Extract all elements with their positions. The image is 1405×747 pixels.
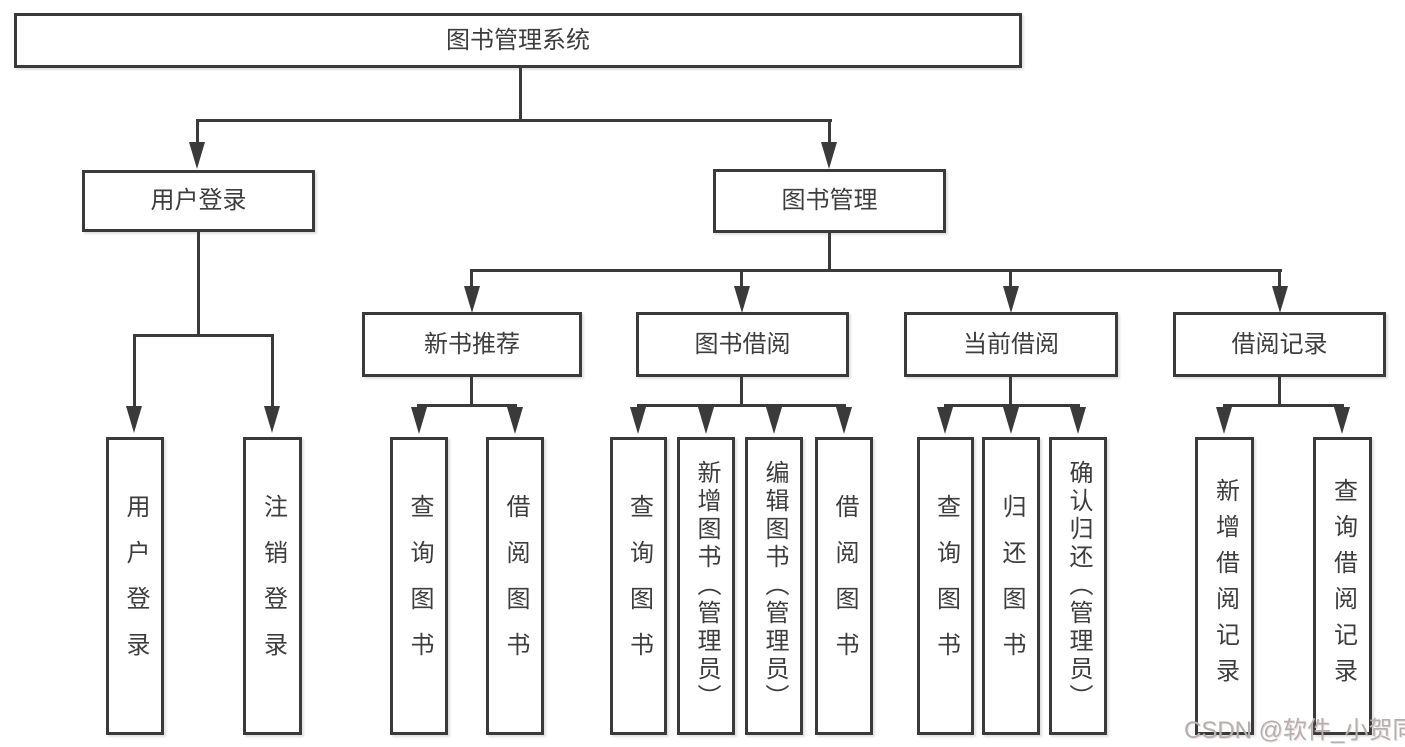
leaf-add-book-admin: 新增图书（管理员） bbox=[677, 437, 735, 735]
node-borrowing-records: 借阅记录 bbox=[1173, 312, 1386, 377]
arrow-head-icon bbox=[411, 407, 427, 434]
leaf-label: 归还图书 bbox=[998, 494, 1025, 678]
arrow-head-icon bbox=[1003, 286, 1019, 313]
connector-line bbox=[470, 269, 473, 289]
connector-line bbox=[271, 334, 274, 406]
connector-line bbox=[828, 119, 831, 145]
arrow-head-icon bbox=[507, 407, 523, 434]
arrow-head-icon bbox=[766, 407, 782, 434]
arrow-head-icon bbox=[1334, 407, 1350, 434]
connector-line bbox=[470, 377, 473, 406]
leaf-return-books: 归还图书 bbox=[982, 437, 1040, 735]
connector-line bbox=[944, 404, 1080, 407]
arrow-head-icon bbox=[189, 142, 205, 169]
node-label: 图书借阅 bbox=[694, 330, 791, 358]
leaf-label: 查询图书 bbox=[406, 494, 433, 678]
connector-line bbox=[417, 404, 517, 407]
node-label: 用户登录 bbox=[150, 187, 247, 214]
connector-line bbox=[196, 119, 832, 122]
leaf-label: 新增借阅记录 bbox=[1211, 478, 1239, 694]
arrow-head-icon bbox=[1003, 407, 1019, 434]
leaf-label: 注销登录 bbox=[259, 494, 287, 678]
leaf-label: 新增图书（管理员） bbox=[693, 460, 720, 712]
arrow-head-icon bbox=[734, 286, 750, 313]
connector-line bbox=[740, 269, 743, 289]
arrow-head-icon bbox=[1272, 286, 1288, 313]
arrow-head-icon bbox=[821, 142, 837, 169]
csdn-watermark: CSDN @软件_小贺同学 bbox=[1184, 717, 1405, 744]
leaf-query-books-recommend: 查询图书 bbox=[390, 437, 448, 735]
leaf-confirm-return-admin: 确认归还（管理员） bbox=[1049, 437, 1107, 735]
arrow-head-icon bbox=[264, 406, 280, 433]
connector-line bbox=[740, 377, 743, 406]
connector-line bbox=[1278, 269, 1281, 289]
connector-line bbox=[519, 68, 522, 121]
connector-line bbox=[196, 119, 199, 145]
connector-line bbox=[1009, 377, 1012, 406]
connector-line bbox=[1278, 377, 1281, 406]
connector-line bbox=[133, 334, 136, 406]
leaf-user-login: 用户登录 bbox=[106, 437, 164, 735]
leaf-label: 借阅图书 bbox=[502, 494, 529, 678]
connector-line bbox=[637, 404, 846, 407]
connector-line bbox=[470, 269, 1282, 272]
leaf-add-borrow-record: 新增借阅记录 bbox=[1195, 437, 1254, 735]
arrow-head-icon bbox=[836, 407, 852, 434]
leaf-query-borrow-record: 查询借阅记录 bbox=[1313, 437, 1372, 735]
leaf-logout: 注销登录 bbox=[243, 437, 302, 735]
leaf-query-books-borrowing: 查询图书 bbox=[610, 437, 667, 735]
connector-line bbox=[828, 233, 831, 272]
node-book-management: 图书管理 bbox=[713, 169, 946, 233]
arrow-head-icon bbox=[698, 407, 714, 434]
connector-line bbox=[197, 232, 200, 336]
leaf-label: 查询图书 bbox=[625, 494, 653, 678]
node-label: 图书管理 bbox=[781, 187, 878, 214]
leaf-label: 查询借阅记录 bbox=[1329, 478, 1357, 694]
arrow-head-icon bbox=[1216, 407, 1232, 434]
node-user-login: 用户登录 bbox=[82, 170, 315, 232]
connector-line bbox=[133, 334, 274, 337]
leaf-edit-book-admin: 编辑图书（管理员） bbox=[745, 437, 803, 735]
node-label: 图书管理系统 bbox=[446, 26, 590, 54]
node-new-book-recommendation: 新书推荐 bbox=[362, 312, 582, 377]
leaf-label: 借阅图书 bbox=[831, 494, 858, 678]
arrow-head-icon bbox=[1070, 407, 1086, 434]
node-library-management-system: 图书管理系统 bbox=[14, 13, 1022, 68]
leaf-label: 用户登录 bbox=[122, 494, 149, 678]
node-label: 借阅记录 bbox=[1231, 330, 1328, 358]
node-book-borrowing: 图书借阅 bbox=[636, 312, 849, 377]
leaf-borrow-books: 借阅图书 bbox=[815, 437, 873, 735]
connector-line bbox=[1009, 269, 1012, 289]
node-label: 新书推荐 bbox=[424, 330, 520, 358]
arrow-head-icon bbox=[126, 406, 142, 433]
leaf-label: 查询图书 bbox=[932, 494, 960, 678]
arrow-head-icon bbox=[464, 286, 480, 313]
leaf-query-books-current: 查询图书 bbox=[917, 437, 974, 735]
arrow-head-icon bbox=[630, 407, 646, 434]
connector-line bbox=[1223, 404, 1344, 407]
leaf-label: 确认归还（管理员） bbox=[1065, 460, 1092, 712]
leaf-borrow-books-recommend: 借阅图书 bbox=[486, 437, 544, 735]
leaf-label: 编辑图书（管理员） bbox=[761, 460, 788, 712]
node-label: 当前借阅 bbox=[963, 330, 1059, 358]
arrow-head-icon bbox=[937, 407, 953, 434]
node-current-borrowing: 当前借阅 bbox=[904, 312, 1118, 377]
